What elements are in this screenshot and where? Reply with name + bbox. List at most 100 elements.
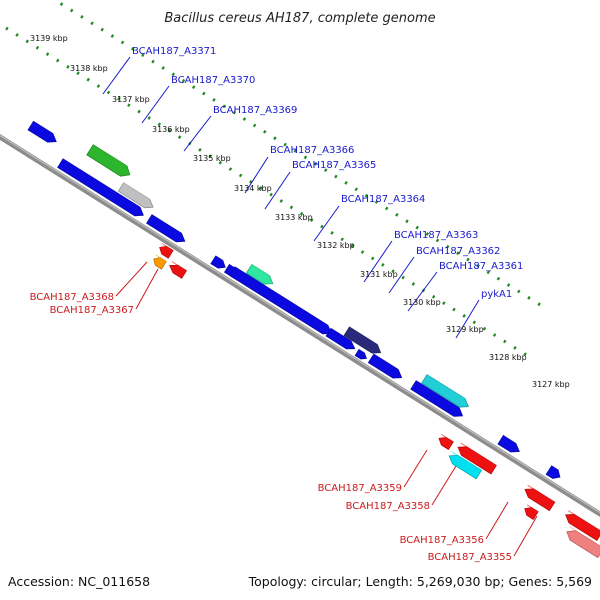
gene-arrow: [210, 255, 226, 269]
tick-label: 3134 kbp: [234, 184, 272, 193]
gene-arrow: [497, 435, 520, 453]
gene-arrow-bevel: [62, 158, 141, 208]
gene-arrow-bevel: [155, 254, 167, 262]
gene-labels: BCAH187_A3371BCAH187_A3370BCAH187_A3369B…: [30, 46, 524, 563]
gene-arrow-bevel: [151, 214, 182, 234]
gene-arrow-bevel: [33, 120, 54, 135]
gene-arrow-bevel: [451, 451, 482, 471]
gene-arrow-body: [57, 158, 144, 217]
gene-arrow-bevel: [330, 327, 352, 342]
gene-arrow-body: [325, 327, 356, 350]
gene-arrow-bevel: [161, 243, 174, 251]
gene-arrow-bevel: [460, 442, 497, 466]
gene-arrow-body: [457, 446, 497, 475]
tick-label: 3127 kbp: [532, 380, 570, 389]
forward-gene-label: BCAH187_A3361: [439, 261, 523, 272]
gene-arrow-body: [343, 326, 382, 354]
label-leader: [388, 256, 415, 294]
gene-arrow-body: [367, 353, 403, 379]
tick-dot-line: [5, 26, 532, 360]
gene-arrow-body: [27, 120, 57, 143]
gene-arrow: [153, 254, 167, 270]
gene-arrow-body: [524, 488, 556, 512]
forward-gene-label: pykA1: [481, 289, 512, 300]
gene-arrow-body: [86, 144, 131, 177]
gene-arrow-body: [159, 245, 174, 259]
gene-features: [27, 120, 600, 559]
tick-label: 3131 kbp: [360, 270, 398, 279]
gene-arrow-bevel: [441, 434, 454, 443]
forward-gene-label: BCAH187_A3362: [416, 246, 500, 257]
gene-arrow: [245, 263, 274, 285]
gene-arrow-bevel: [568, 510, 600, 532]
gene-arrow: [27, 120, 57, 143]
label-leader: [141, 85, 170, 124]
gene-arrow-bevel: [527, 484, 556, 503]
gene-arrow-bevel: [526, 504, 539, 513]
gene-arrow-bevel: [92, 144, 128, 167]
gene-arrow: [448, 451, 483, 480]
tick-dot-lines: [5, 0, 546, 360]
gene-arrow-bevel: [415, 380, 460, 409]
label-leader: [102, 56, 131, 95]
gene-arrow-body: [565, 513, 600, 541]
label-leader: [513, 515, 538, 557]
backbone-highlight: [0, 134, 600, 514]
tick-label: 3129 kbp: [446, 325, 484, 334]
gene-arrow: [457, 442, 497, 475]
forward-gene-label: BCAH187_A3363: [394, 230, 478, 241]
gene-arrow: [343, 326, 382, 354]
gene-arrow: [524, 484, 556, 512]
gene-arrow: [565, 510, 600, 541]
forward-gene-label: BCAH187_A3365: [292, 160, 376, 171]
label-leader: [244, 156, 269, 194]
gene-arrow-bevel: [373, 353, 399, 371]
reverse-gene-label: BCAH187_A3358: [346, 501, 430, 512]
gene-arrow-body: [448, 454, 483, 480]
gene-arrow: [159, 243, 174, 259]
gene-arrow: [117, 182, 154, 209]
gene-arrow: [421, 374, 469, 408]
gene-arrow: [229, 266, 332, 335]
gene-arrow-bevel: [569, 526, 600, 547]
gene-arrow: [545, 465, 561, 479]
gene-arrow: [438, 434, 454, 451]
tick-label: 3136 kbp: [152, 125, 190, 134]
reverse-gene-label: BCAH187_A3356: [400, 535, 484, 546]
gene-arrow-bevel: [234, 266, 329, 326]
label-leaders: [102, 56, 538, 557]
reverse-gene-label: BCAH187_A3355: [428, 552, 512, 563]
label-leader: [407, 271, 438, 312]
gene-arrow-body: [153, 257, 167, 270]
gene-arrow-bevel: [426, 374, 466, 400]
label-leader: [485, 501, 509, 540]
gene-arrow: [325, 327, 356, 350]
label-leader: [264, 171, 291, 210]
gene-arrow-body: [210, 255, 226, 269]
forward-gene-label: BCAH187_A3370: [171, 75, 255, 86]
gene-arrow-bevel: [215, 255, 224, 261]
tick-label: 3132 kbp: [317, 241, 355, 250]
gene-arrow-body: [245, 263, 274, 285]
accession: Accession: NC_011658: [8, 574, 150, 589]
gene-arrow-body: [354, 349, 367, 360]
tick-label: 3133 kbp: [275, 213, 313, 222]
gene-arrow: [354, 349, 367, 360]
gene-arrow: [169, 261, 187, 279]
label-leader: [403, 449, 428, 488]
gene-arrow-body: [117, 182, 154, 209]
gene-arrow-bevel: [123, 182, 151, 200]
gene-arrow-body: [146, 214, 186, 243]
backbone-line: [0, 134, 600, 518]
tick-dot-line: [52, 0, 546, 310]
tick-label: 3137 kbp: [112, 95, 150, 104]
label-leader: [313, 205, 340, 242]
label-leader: [135, 268, 159, 310]
gene-arrow: [367, 353, 403, 379]
reverse-gene-label: BCAH187_A3359: [318, 483, 402, 494]
gene-arrow-bevel: [349, 326, 378, 346]
gene-arrow: [146, 214, 186, 243]
forward-gene-label: BCAH187_A3371: [132, 46, 216, 57]
